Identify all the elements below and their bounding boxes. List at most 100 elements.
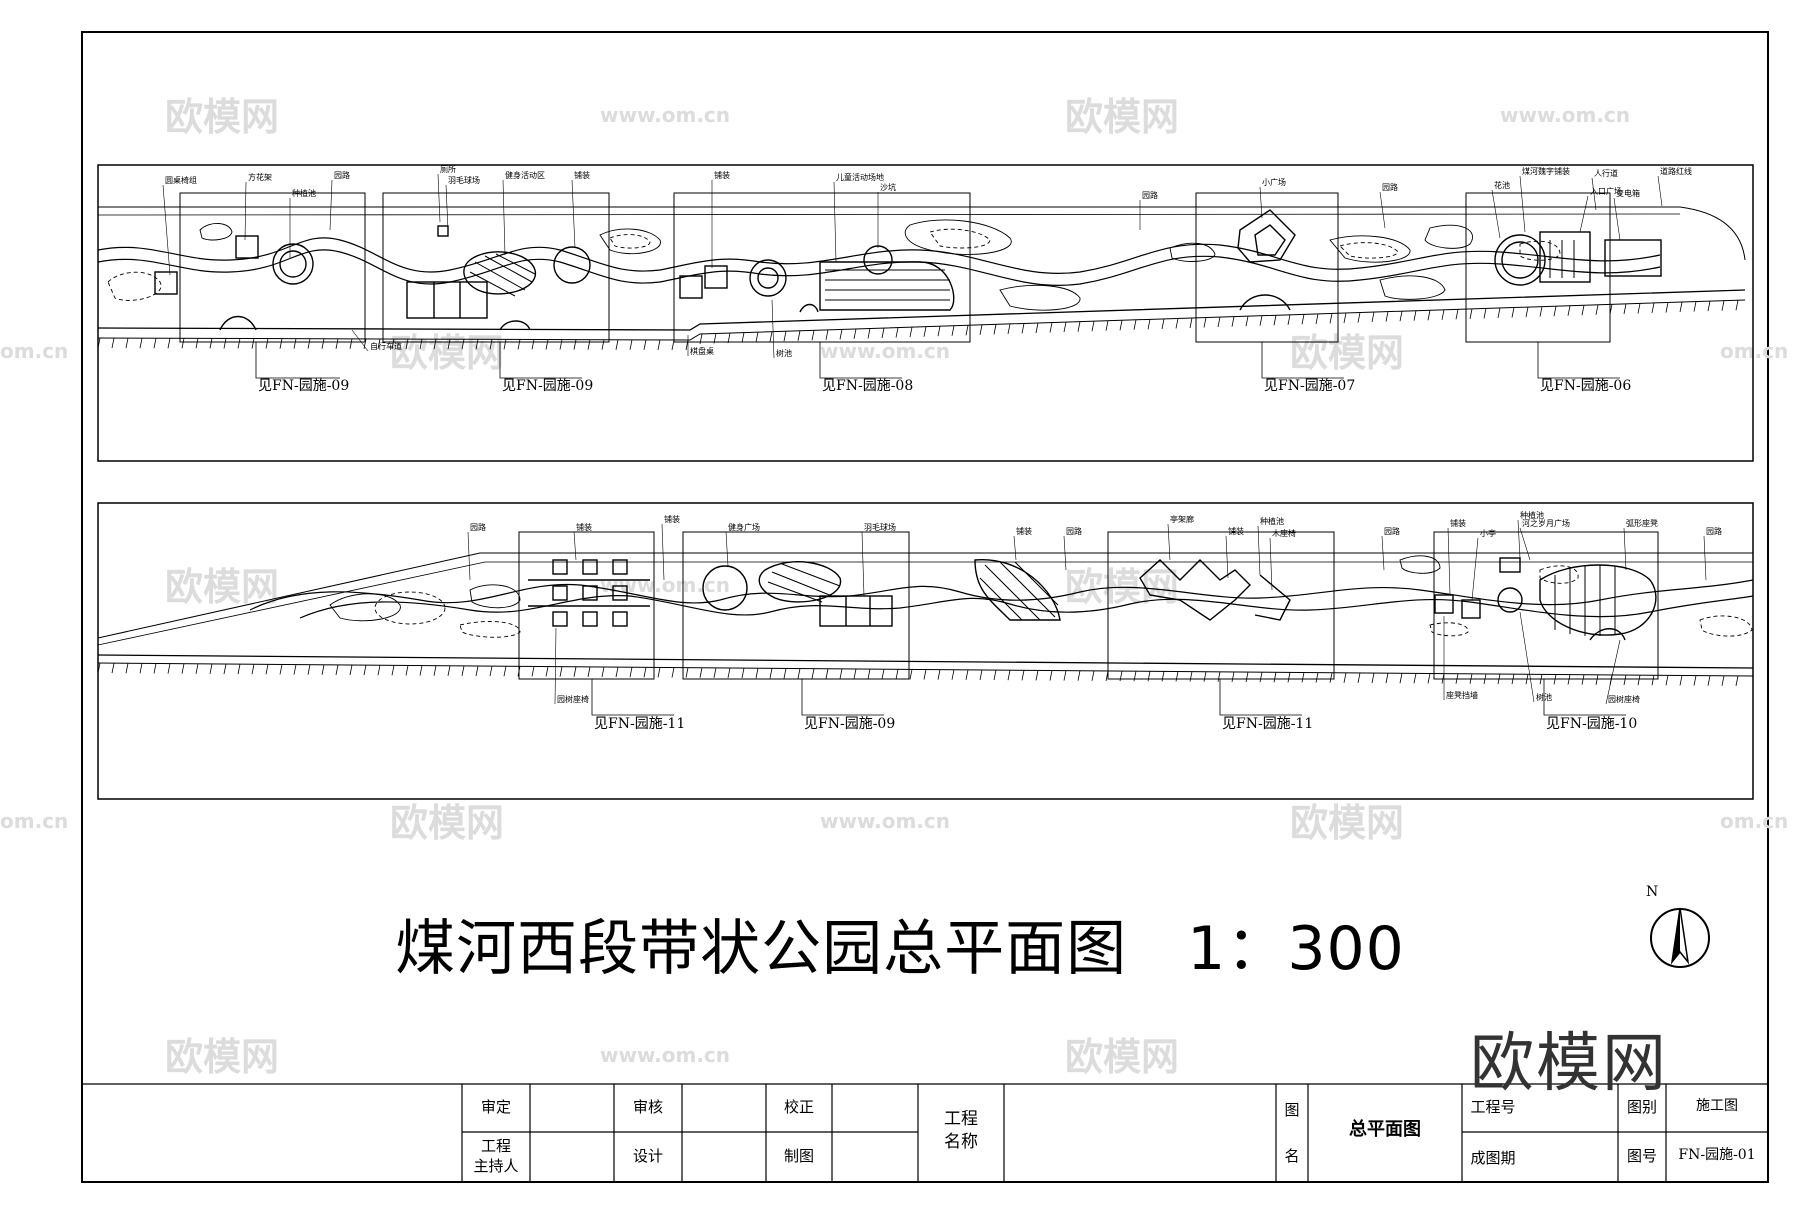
curb-tick [1105,320,1109,331]
curb-tick [601,339,605,350]
curb-tick [951,669,955,680]
svg-text:欧模网: 欧模网 [390,801,504,845]
curb-tick [1567,674,1571,685]
curb-tick [1679,301,1683,313]
tb-gongchenghao: 工程号 [1470,1098,1516,1116]
curb-tick [909,327,913,338]
leader-line [1591,177,1597,211]
curb-tick [1217,317,1221,328]
curb-tick [489,339,493,350]
garden-path-top [97,237,1661,275]
curb-tick [727,332,731,344]
feature-label: 圆桌椅组 [165,175,197,185]
curb-tick [1623,303,1627,314]
curb-tick [1021,670,1025,681]
leader-line [1517,519,1521,559]
curb-tick [1259,315,1263,326]
curb-tick [1651,675,1655,686]
curb-tick [1595,304,1599,315]
curb-tick [1385,673,1389,684]
curb-tick [307,338,311,349]
feature-label: 羽毛球场 [864,522,896,532]
curb-tick [769,331,773,342]
svg-text:欧模网: 欧模网 [165,95,279,139]
feature-label: 铺装 [576,522,592,532]
curb-tick [419,339,423,350]
detail-refs-bottom: 见FN-园施-11 见FN-园施-09 见FN-园施-11 见FN-园施-10 [594,716,1637,732]
curb-tick [433,339,437,350]
curb-tick [181,663,185,674]
tb-tu: 图 [1284,1101,1300,1119]
svg-text:www.om.cn: www.om.cn [1500,103,1630,127]
curb-tick [629,339,633,350]
north-label: N [1646,884,1659,900]
curb-tick [783,331,787,342]
curb-tick [1651,302,1655,314]
feature-label: 自行车道 [370,341,402,351]
feature-label: 种植池 [1260,516,1284,526]
tb-gongcheng-mingcheng: 工程 名称 [944,1109,978,1152]
curb-tick [209,663,213,674]
leader-line [502,179,506,256]
curb-tick [111,663,115,674]
svg-text:www.om.cn: www.om.cn [600,103,730,127]
leader-line [1381,535,1385,571]
leader-line [162,184,171,276]
curb-tick [1273,672,1277,683]
feature-label: 小广场 [1262,177,1286,187]
curb-tick [447,339,451,350]
curb-tick [923,669,927,680]
curb-tick [1063,670,1067,681]
feature-label: 厕所 [440,164,456,174]
curb-tick [363,338,367,349]
curb-tick [601,666,605,678]
curb-tick [825,668,829,679]
leader-line [554,627,557,705]
curb-tick [503,666,507,677]
curb-tick [447,665,451,676]
curb-tick [1231,316,1235,327]
curb-tick [139,663,143,674]
curb-tick [559,666,563,677]
detail-ref: 见FN-园施-09 [804,716,895,732]
tb-tuhao-value: FN-园施-01 [1678,1147,1756,1163]
curb-tick [657,339,661,350]
strip-top-frame [97,164,1754,462]
tb-chengtuqi: 成图期 [1470,1149,1516,1167]
curb-tick [433,665,437,676]
curb-tick [867,328,871,339]
curb-tick [545,339,549,350]
curb-tick [587,339,591,350]
feature-label: 树池 [776,348,792,358]
curb-tick [1427,310,1431,321]
detail-ref: 见FN-园施-07 [1264,378,1355,394]
curb-tick [1119,320,1123,331]
curb-tick [209,338,213,349]
curb-tick [699,667,703,678]
curb-tick [1413,310,1417,321]
feature-label: 园路 [1142,190,1158,200]
curb-tick [923,326,927,337]
feature-label: 沙坑 [880,182,896,192]
curb-tick [1637,675,1641,686]
curb-tick [237,338,241,349]
curb-tick [769,668,773,679]
svg-text:欧模网: 欧模网 [390,331,504,375]
curb-tick [1539,306,1543,317]
curb-tick [1581,674,1585,685]
feature-label: 儿童活动场地 [836,172,884,182]
curb-tick [1735,300,1739,311]
curb-tick [1315,672,1319,683]
curb-tick [265,338,269,349]
curb-tick [97,337,101,349]
feature-label: 棋盘桌 [690,346,714,356]
curb-tick [867,668,871,680]
curb-tick [1637,303,1641,314]
curb-tick [573,339,577,350]
leader-line [244,181,247,241]
curb-tick [1665,675,1669,686]
feature-label: 园树座椅 [557,694,589,704]
curb-tick [1357,312,1361,323]
curb-tick [1469,308,1473,319]
